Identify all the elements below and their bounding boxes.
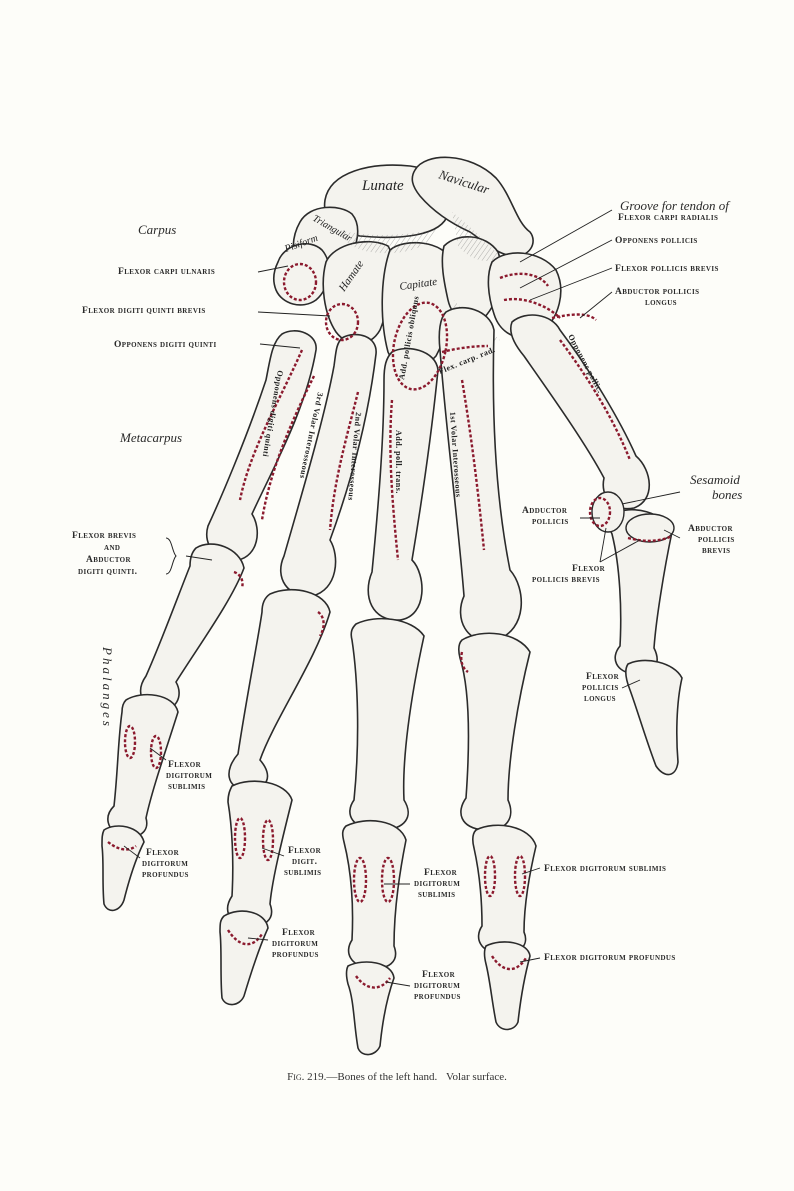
distal-phalanx-index [483, 941, 531, 1031]
abductor-pollicis-brevis-label-2: pollicis [698, 535, 735, 545]
lunate-label: Lunate [361, 178, 404, 194]
flexor-pollicis-longus-label-2: pollicis [582, 683, 619, 693]
groove-label-1: Groove for tendon of [620, 198, 729, 213]
fdp-index-label: Flexor digitorum profundus [544, 953, 676, 963]
fds-index-label: Flexor digitorum sublimis [544, 864, 667, 874]
flexor-pollicis-brevis-label-2: pollicis brevis [532, 575, 600, 585]
flexor-brevis-label-3: Abductor [86, 555, 131, 565]
metacarpal-thumb [509, 314, 650, 510]
add-poll-trans-text: Add. poll. trans. [394, 430, 403, 494]
sesamoid-bones [591, 491, 675, 543]
proximal-phalanx-little [139, 543, 245, 711]
metacarpus-label: Metacarpus [120, 430, 183, 445]
distal-phalanx-little [101, 825, 145, 912]
metacarpal-middle [367, 347, 439, 621]
flexor-pollicis-longus-label-3: longus [584, 694, 616, 704]
opponens-digiti-quinti-label: Opponens digiti quinti [114, 340, 217, 350]
flexor-brevis-bracket [165, 537, 177, 575]
adductor-pollicis-label-1: Adductor [522, 506, 568, 516]
pisiform-bone [273, 242, 330, 306]
flexor-carpi-ulnaris-label: Flexor carpi ulnaris [118, 267, 216, 277]
fds-little-label-2: digitorum [166, 771, 213, 781]
fdp-little-label-2: digitorum [142, 859, 189, 869]
capitate-label: Capitate [399, 276, 438, 293]
figure-title: —Bones of the left hand. [326, 1071, 438, 1083]
proximal-phalanx-middle [349, 617, 425, 831]
fds-ring-label-3: sublimis [284, 868, 322, 878]
flexor-brevis-label-1: Flexor brevis [72, 531, 137, 541]
fdp-middle-label-2: digitorum [414, 981, 461, 991]
fdp-ring-label-1: Flexor [282, 928, 316, 938]
sesamoid-label-1: Sesamoid [690, 472, 740, 487]
fds-ring-label-2: digit. [292, 857, 318, 867]
flexor-pollicis-brevis-top-label: Flexor pollicis brevis [615, 264, 719, 274]
abductor-pollicis-longus-label-2: longus [645, 298, 677, 308]
fdp-little-label-1: Flexor [146, 848, 180, 858]
groove-label-2: Flexor carpi radialis [618, 213, 719, 223]
distal-phalanges [101, 659, 683, 1056]
sesamoid-label-2: bones [712, 487, 743, 502]
figure-number: Fig. 219. [287, 1071, 327, 1083]
fds-little-label-1: Flexor [168, 760, 202, 770]
flexor-pollicis-longus-label-1: Flexor [586, 672, 620, 682]
middle-phalanx-middle [341, 819, 407, 970]
fds-ring-label-1: Flexor [288, 846, 322, 856]
proximal-phalanges [139, 508, 673, 831]
phalanges-label: Phalanges [99, 647, 115, 729]
fds-middle-label-2: digitorum [414, 879, 461, 889]
fdp-middle-label-3: profundus [414, 992, 461, 1002]
fds-middle-label-1: Flexor [424, 868, 458, 878]
adductor-pollicis-label-2: pollicis [532, 517, 569, 527]
fdp-ring-label-3: profundus [272, 950, 319, 960]
fdp-ring-label-2: digitorum [272, 939, 319, 949]
middle-phalanx-index [471, 824, 537, 956]
distal-phalanx-middle [345, 961, 395, 1056]
opponens-pollicis-label: Opponens pollicis [615, 236, 698, 246]
muscle-attachments [107, 262, 673, 989]
metacarpal-bones [205, 306, 650, 642]
proximal-phalanx-index [457, 632, 531, 831]
fds-middle-label-3: sublimis [418, 890, 456, 900]
leader-lines [123, 209, 681, 987]
abductor-pollicis-brevis-label-3: brevis [702, 546, 731, 556]
fdp-little-label-3: profundus [142, 870, 189, 880]
distal-phalanx-thumb [625, 659, 683, 776]
proximal-phalanx-ring [228, 588, 331, 791]
distal-phalanx-ring [219, 910, 269, 1006]
flexor-digiti-quinti-brevis-label: Flexor digiti quinti brevis [82, 306, 206, 316]
carpus-label: Carpus [138, 222, 177, 237]
flexor-pollicis-brevis-label-1: Flexor [572, 564, 606, 574]
figure-subtitle: Volar surface. [446, 1071, 507, 1083]
abductor-pollicis-longus-label-1: Abductor pollicis [615, 287, 700, 297]
flexor-brevis-label-2: and [104, 543, 121, 553]
fds-little-label-3: sublimis [168, 782, 206, 792]
flexor-brevis-label-4: digiti quinti. [78, 567, 138, 577]
figure-caption: Fig. 219.—Bones of the left hand. Volar … [0, 1071, 794, 1083]
fdp-middle-label-1: Flexor [422, 970, 456, 980]
abductor-pollicis-brevis-label-1: Abductor [688, 524, 733, 534]
